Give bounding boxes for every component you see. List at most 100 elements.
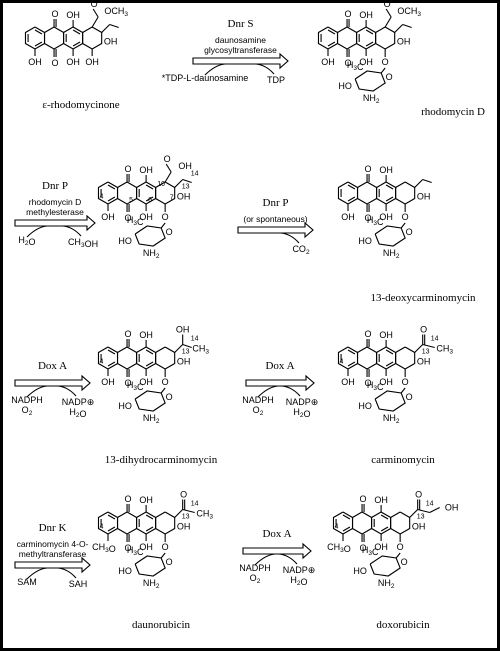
amine-label: NH2 xyxy=(143,578,160,590)
position-4: 4 xyxy=(100,194,104,201)
co-product: NADP⊕ xyxy=(286,397,319,407)
hydroxyl-label: HO xyxy=(358,236,372,246)
glycosidic-oxygen: O xyxy=(162,212,169,222)
oxygen-label: O xyxy=(360,543,367,553)
enzyme-description: carminomycin 4-O- xyxy=(17,539,89,549)
enzyme-label: Dox A xyxy=(265,360,294,372)
reaction-arrow xyxy=(242,542,312,560)
co-product: NADP⊕ xyxy=(283,565,316,575)
hydroxyl-label: OH xyxy=(139,377,153,387)
hydroxyl-label: OH xyxy=(139,542,153,552)
hydroxyl-label: OH xyxy=(379,165,393,175)
hydroxyl-label: OH xyxy=(178,161,192,171)
hydroxyl-label: OH xyxy=(177,522,191,532)
hydroxyl-label: OH xyxy=(104,37,118,47)
glycosidic-oxygen: O xyxy=(402,212,409,222)
oxygen-label: O xyxy=(365,164,372,174)
oxygen-label: O xyxy=(125,329,132,339)
oxygen-label: O xyxy=(415,490,422,500)
methyl-label: H3C xyxy=(362,545,379,557)
methyl-label: H3C xyxy=(127,545,144,557)
oxygen-label: O xyxy=(52,9,59,19)
hydroxyl-label: OH xyxy=(85,57,99,67)
hydroxyl-label: OH xyxy=(66,10,80,20)
oxygen-label: O xyxy=(345,9,352,19)
methyl-label: H3C xyxy=(347,60,364,72)
position-14: 14 xyxy=(191,501,199,508)
reaction-arrow xyxy=(14,374,91,392)
glycosidic-oxygen: O xyxy=(162,542,169,552)
enzyme-description: (or spontaneous) xyxy=(243,214,307,224)
co-substrate: O2 xyxy=(250,573,261,585)
enzyme-description: rhodomycin D xyxy=(29,197,81,207)
compound-name: ε-rhodomycinone xyxy=(42,99,119,111)
hydroxyl-label: OH xyxy=(359,10,373,20)
co-substrate: *TDP-L-daunosamine xyxy=(162,73,249,83)
methoxy-label: CH3O xyxy=(92,542,116,554)
ring-oxygen: O xyxy=(401,557,408,567)
compound-name: carminomycin xyxy=(371,454,435,466)
hydroxyl-label: OH xyxy=(28,57,42,67)
co-substrate: H2O xyxy=(18,235,35,247)
hydroxyl-label: HO xyxy=(338,81,352,91)
hydroxyl-label: OH xyxy=(379,330,393,340)
amine-label: NH2 xyxy=(143,248,160,260)
oxygen-label: O xyxy=(360,494,367,504)
hydroxyl-label: OH xyxy=(101,377,115,387)
glycosidic-oxygen: O xyxy=(402,377,409,387)
ester-label: OCH3 xyxy=(104,6,128,18)
amine-label: NH2 xyxy=(383,413,400,425)
hydroxyl-label: OH xyxy=(379,212,393,222)
hydroxyl-label: OH xyxy=(397,37,411,47)
enzyme-label: Dnr P xyxy=(42,180,68,192)
oxygen-label: O xyxy=(420,325,427,335)
scheme-canvas: OOOHOHOHOHOOCH3OHε-rhodomycinoneOOOHOHOH… xyxy=(11,3,485,631)
enzyme-description: methylesterase xyxy=(26,207,84,217)
hydroxyl-label: HO xyxy=(358,401,372,411)
compound-name: rhodomycin D xyxy=(421,106,485,118)
ester-label: OCH3 xyxy=(397,6,421,18)
hydroxyl-label: OH xyxy=(139,165,153,175)
oxygen-label: O xyxy=(125,164,132,174)
oxygen-label: O xyxy=(365,329,372,339)
hydroxyl-label: OH xyxy=(374,542,388,552)
oxygen-label: O xyxy=(345,58,352,68)
enzyme-description: glycosyltransferase xyxy=(204,45,277,55)
hydroxyl-label: OH xyxy=(341,212,355,222)
ring-oxygen: O xyxy=(166,557,173,567)
hydroxyl-label: OH xyxy=(379,377,393,387)
hydroxyl-label: HO xyxy=(118,401,132,411)
methoxy-label: CH3O xyxy=(327,542,351,554)
glycosidic-oxygen: O xyxy=(397,542,404,552)
hydroxyl-label: OH xyxy=(359,57,373,67)
enzyme-label: Dox A xyxy=(262,528,291,540)
co-substrate: NADPH xyxy=(242,395,274,405)
co-substrate: O2 xyxy=(253,405,264,417)
hydroxyl-label: OH xyxy=(417,192,431,202)
oxygen-label: O xyxy=(365,378,372,388)
methyl-label: H3C xyxy=(367,215,384,227)
compound-name: 13-deoxycarminomycin xyxy=(370,292,476,304)
enzyme-label: Dox A xyxy=(38,360,67,372)
methyl-label: CH3 xyxy=(436,344,453,356)
co-product: SAH xyxy=(69,579,88,589)
amine-label: NH2 xyxy=(378,578,395,590)
ring-oxygen: O xyxy=(166,392,173,402)
position-13: 13 xyxy=(422,349,430,356)
hydroxyl-label: OH xyxy=(374,495,388,505)
ring-oxygen: O xyxy=(406,227,413,237)
enzyme-label: Dnr K xyxy=(39,522,67,534)
co-substrate: NADPH xyxy=(239,563,271,573)
position-13: 13 xyxy=(182,514,190,521)
position-6: 6 xyxy=(148,197,152,204)
amine-label: NH2 xyxy=(143,413,160,425)
enzyme-label: Dnr P xyxy=(263,197,289,209)
position-14: 14 xyxy=(191,171,199,178)
hydroxyl-label: OH xyxy=(417,357,431,367)
